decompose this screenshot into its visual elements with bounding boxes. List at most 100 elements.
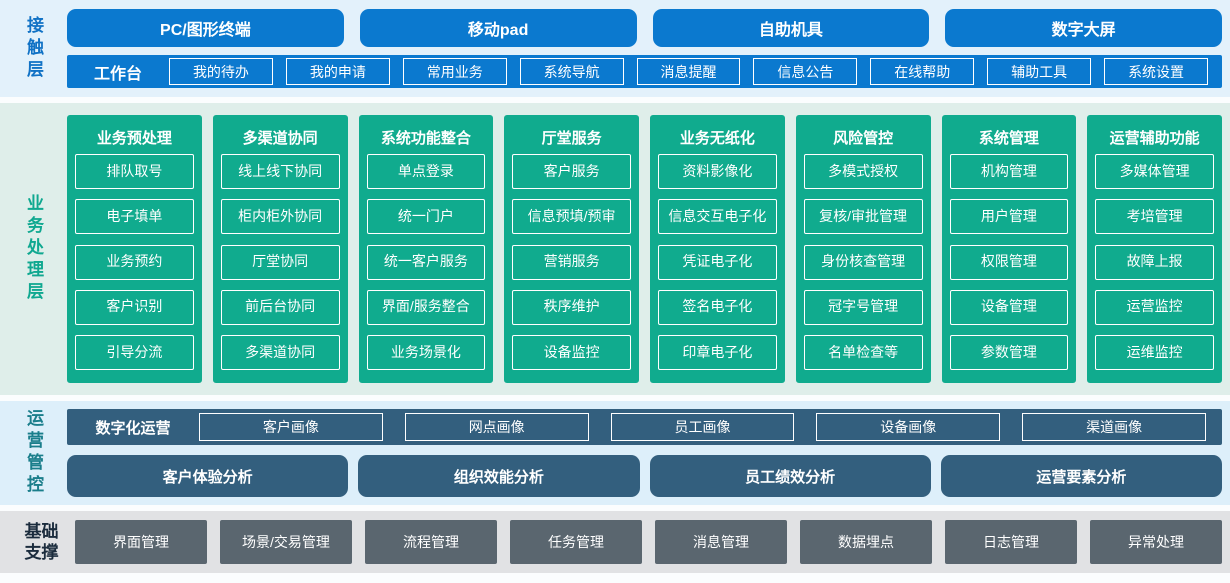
workbench-items: 我的待办我的申请常用业务系统导航消息提醒信息公告在线帮助辅助工具系统设置 <box>169 58 1209 85</box>
business-layer-section: 业务处理层 业务预处理排队取号电子填单业务预约客户识别引导分流多渠道协同线上线下… <box>0 103 1230 395</box>
business-column: 风险管控多模式授权复核/审批管理身份核查管理冠字号管理名单检查等 <box>795 115 931 383</box>
business-item: 界面/服务整合 <box>366 289 486 325</box>
business-item: 资料影像化 <box>658 154 777 189</box>
column-title: 多渠道协同 <box>242 129 318 147</box>
business-item: 权限管理 <box>949 244 1069 280</box>
workbench-label: 工作台 <box>93 65 142 83</box>
business-item: 业务场景化 <box>366 335 486 370</box>
operations-content: 数字化运营 客户画像网点画像员工画像设备画像渠道画像 客户体验分析组织效能分析员… <box>67 409 1222 497</box>
profile-item: 渠道画像 <box>1022 413 1206 441</box>
profile-items: 客户画像网点画像员工画像设备画像渠道画像 <box>199 413 1206 441</box>
profile-item: 员工画像 <box>610 413 795 441</box>
foundation-section: 基础支撑 界面管理场景/交易管理流程管理任务管理消息管理数据埋点日志管理异常处理 <box>0 511 1230 573</box>
business-item: 营销服务 <box>512 244 631 280</box>
business-item: 身份核查管理 <box>803 244 923 280</box>
workbench-item: 系统导航 <box>519 58 624 85</box>
foundation-label: 基础支撑 <box>24 521 59 562</box>
business-item: 前后台协同 <box>220 289 340 325</box>
column-title: 业务预处理 <box>96 129 172 147</box>
contact-layer-label: 接触层 <box>24 15 43 82</box>
business-item: 签名电子化 <box>658 289 777 325</box>
workbench-strip: 工作台 我的待办我的申请常用业务系统导航消息提醒信息公告在线帮助辅助工具系统设置 <box>67 55 1222 88</box>
business-item: 业务预约 <box>75 244 194 280</box>
column-items: 资料影像化信息交互电子化凭证电子化签名电子化印章电子化 <box>658 154 777 370</box>
business-columns: 业务预处理排队取号电子填单业务预约客户识别引导分流多渠道协同线上线下协同柜内柜外… <box>67 115 1222 383</box>
business-item: 客户服务 <box>512 154 631 189</box>
business-item: 设备管理 <box>949 289 1069 325</box>
column-items: 多媒体管理考培管理故障上报运营监控运维监控 <box>1095 154 1214 370</box>
profile-item: 设备画像 <box>816 413 1001 441</box>
business-item: 印章电子化 <box>658 335 777 370</box>
business-item: 多媒体管理 <box>1095 154 1214 189</box>
terminal-box: 自助机具 <box>652 9 930 47</box>
business-item: 冠字号管理 <box>803 289 923 325</box>
column-items: 单点登录统一门户统一客户服务界面/服务整合业务场景化 <box>366 154 486 370</box>
business-item: 多渠道协同 <box>220 335 340 370</box>
column-title: 系统管理 <box>978 129 1039 147</box>
foundation-item: 场景/交易管理 <box>220 520 352 564</box>
column-title: 风险管控 <box>833 129 894 147</box>
business-column: 多渠道协同线上线下协同柜内柜外协同厅堂协同前后台协同多渠道协同 <box>212 115 348 383</box>
terminal-box: PC/图形终端 <box>67 9 344 47</box>
business-item: 线上线下协同 <box>220 154 340 189</box>
column-items: 线上线下协同柜内柜外协同厅堂协同前后台协同多渠道协同 <box>220 154 340 370</box>
workbench-item: 在线帮助 <box>870 58 975 85</box>
column-items: 机构管理用户管理权限管理设备管理参数管理 <box>949 154 1069 370</box>
operations-section: 运营管控 数字化运营 客户画像网点画像员工画像设备画像渠道画像 客户体验分析组织… <box>0 401 1230 505</box>
business-column: 业务预处理排队取号电子填单业务预约客户识别引导分流 <box>67 115 202 383</box>
business-item: 柜内柜外协同 <box>220 199 340 235</box>
analysis-box: 组织效能分析 <box>358 455 640 497</box>
digital-ops-label: 数字化运营 <box>95 419 171 437</box>
column-items: 客户服务信息预填/预审营销服务秩序维护设备监控 <box>512 154 631 370</box>
business-item: 引导分流 <box>75 335 194 370</box>
business-item: 名单检查等 <box>803 335 923 370</box>
terminal-box: 移动pad <box>359 9 637 47</box>
business-item: 厅堂协同 <box>220 244 340 280</box>
foundation-item: 消息管理 <box>655 520 787 564</box>
business-item: 凭证电子化 <box>658 244 777 280</box>
business-item: 运维监控 <box>1095 335 1214 370</box>
profile-item: 网点画像 <box>404 413 589 441</box>
column-title: 业务无纸化 <box>679 129 755 147</box>
business-item: 参数管理 <box>949 335 1069 370</box>
digital-ops-strip: 数字化运营 客户画像网点画像员工画像设备画像渠道画像 <box>67 409 1222 445</box>
business-item: 统一客户服务 <box>366 244 486 280</box>
foundation-item: 界面管理 <box>75 520 207 564</box>
foundation-row: 界面管理场景/交易管理流程管理任务管理消息管理数据埋点日志管理异常处理 <box>75 520 1222 564</box>
workbench-item: 信息公告 <box>753 58 858 85</box>
workbench-item: 常用业务 <box>402 58 507 85</box>
business-item: 统一门户 <box>366 199 486 235</box>
business-column: 运营辅助功能多媒体管理考培管理故障上报运营监控运维监控 <box>1087 115 1222 383</box>
foundation-item: 日志管理 <box>945 520 1077 564</box>
business-layer-label-area: 业务处理层 <box>0 115 67 383</box>
foundation-item: 数据埋点 <box>800 520 932 564</box>
analysis-row: 客户体验分析组织效能分析员工绩效分析运营要素分析 <box>67 455 1222 497</box>
column-title: 系统功能整合 <box>380 129 471 147</box>
foundation-item: 任务管理 <box>510 520 642 564</box>
business-item: 客户识别 <box>75 289 194 325</box>
business-item: 排队取号 <box>75 154 194 189</box>
business-item: 考培管理 <box>1095 199 1214 235</box>
column-title: 运营辅助功能 <box>1109 129 1200 147</box>
business-item: 信息预填/预审 <box>512 199 631 235</box>
workbench-item: 系统设置 <box>1104 58 1209 85</box>
business-column: 业务无纸化资料影像化信息交互电子化凭证电子化签名电子化印章电子化 <box>650 115 785 383</box>
business-column: 厅堂服务客户服务信息预填/预审营销服务秩序维护设备监控 <box>504 115 639 383</box>
business-item: 机构管理 <box>949 154 1069 189</box>
business-item: 设备监控 <box>512 335 631 370</box>
workbench-item: 我的待办 <box>169 58 273 85</box>
business-item: 电子填单 <box>75 199 194 235</box>
analysis-box: 员工绩效分析 <box>649 455 931 497</box>
workbench-item: 消息提醒 <box>636 58 741 85</box>
workbench-item: 辅助工具 <box>987 58 1092 85</box>
foundation-label-area: 基础支撑 <box>8 520 75 564</box>
analysis-box: 运营要素分析 <box>940 455 1222 497</box>
foundation-item: 流程管理 <box>365 520 497 564</box>
foundation-item: 异常处理 <box>1090 520 1222 564</box>
business-item: 故障上报 <box>1095 244 1214 280</box>
business-item: 用户管理 <box>949 199 1069 235</box>
